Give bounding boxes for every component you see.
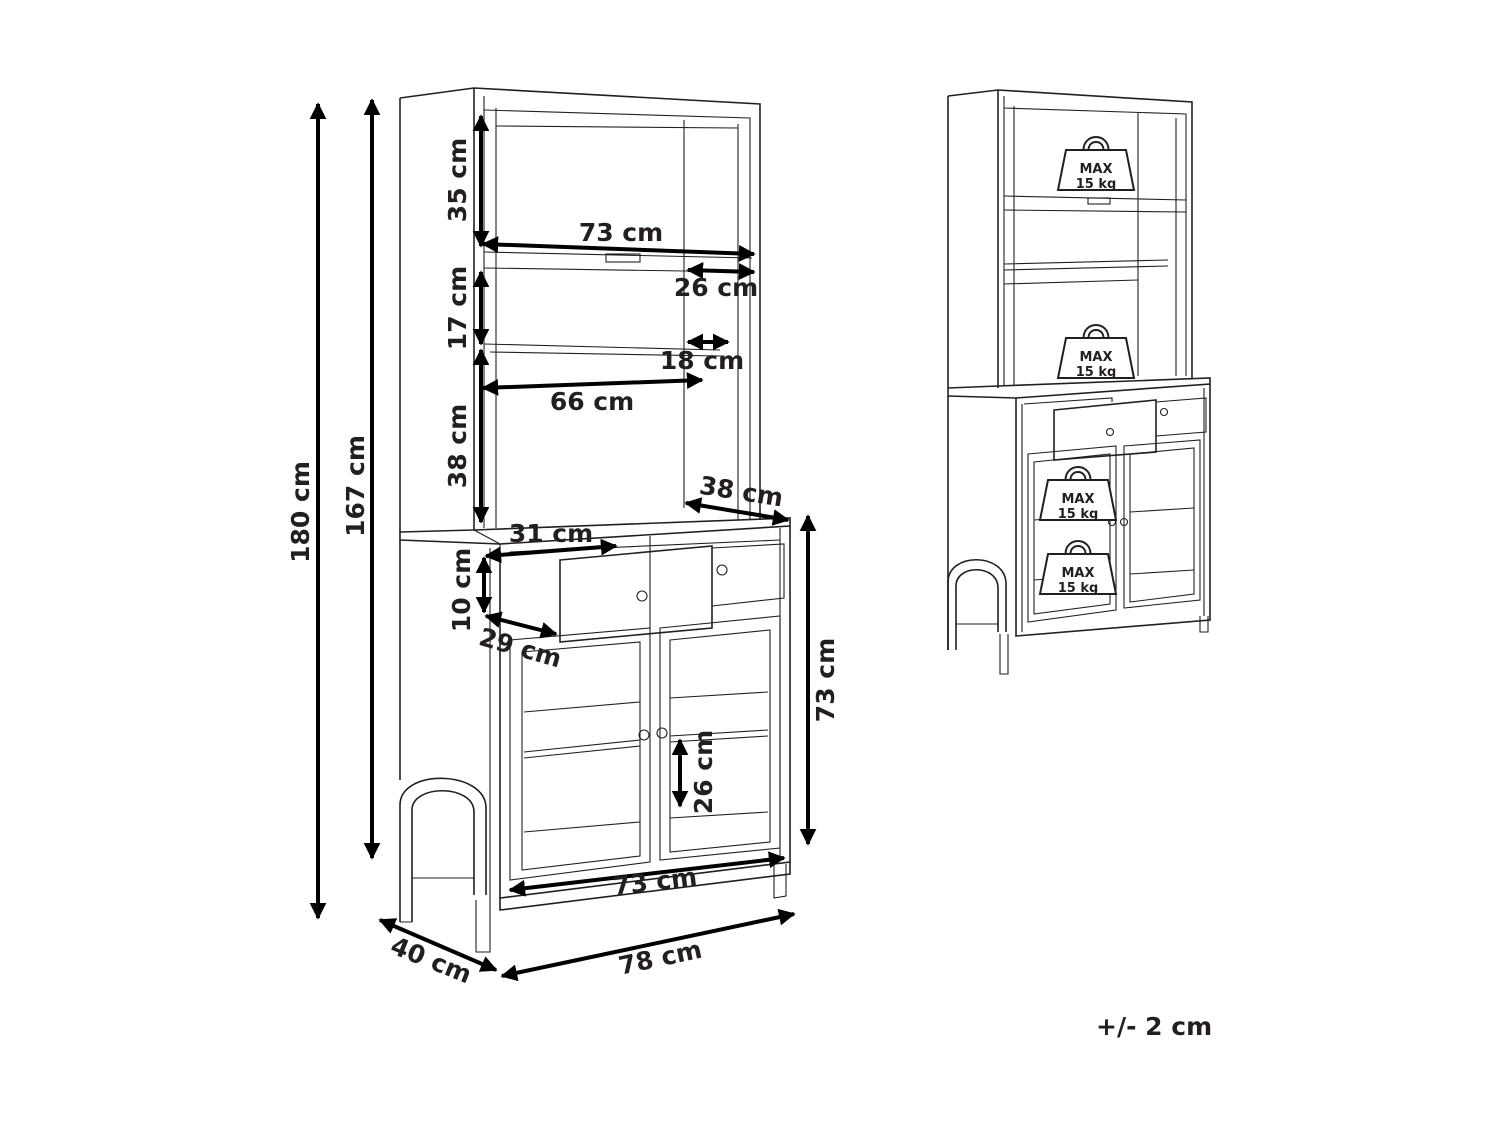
dim-cabinet-height: 73 cm [811, 638, 840, 722]
dim-cabinet-width: 73 cm [611, 862, 698, 901]
dimension-labels: 180 cm 167 cm 35 cm 73 cm 26 cm 17 cm 18… [286, 138, 840, 990]
weight-line2: 15 kg [1058, 507, 1099, 522]
dim-top-width: 73 cm [579, 218, 663, 247]
weight-line2: 15 kg [1076, 177, 1117, 192]
dim-rail-depth: 26 cm [674, 273, 758, 302]
weight-line2: 15 kg [1058, 581, 1099, 596]
load-capacity-drawing [947, 89, 1211, 675]
weight-line1: MAX [1061, 492, 1094, 507]
tolerance-note: +/- 2 cm [1096, 1012, 1213, 1041]
dim-top-shelf-height: 35 cm [443, 138, 472, 222]
weight-line1: MAX [1061, 566, 1094, 581]
weight-badge-top-shelf: MAX 15 kg [1058, 140, 1134, 193]
dim-depth: 40 cm [387, 931, 476, 989]
weight-line1: MAX [1079, 350, 1112, 365]
dimension-arrows [309, 98, 817, 982]
dim-rail-width: 66 cm [550, 387, 634, 416]
dim-drawer-width: 31 cm [509, 519, 593, 548]
dim-cabinet-shelf-height: 26 cm [689, 730, 718, 814]
weight-badge-counter: MAX 15 kg [1058, 328, 1134, 381]
dim-drawer-height: 10 cm [447, 548, 476, 632]
weight-line2: 15 kg [1076, 365, 1117, 380]
weight-badge-cabinet-lower: MAX 15 kg [1040, 544, 1116, 597]
dim-top-height: 167 cm [341, 435, 370, 537]
dim-rail-offset: 18 cm [660, 346, 744, 375]
main-cabinet-drawing [399, 87, 791, 953]
dim-lower-shelf-height: 38 cm [443, 404, 472, 488]
weight-line1: MAX [1079, 162, 1112, 177]
dim-total-height: 180 cm [286, 461, 315, 563]
dim-middle-shelf-height: 17 cm [443, 266, 472, 350]
weight-badge-cabinet-upper: MAX 15 kg [1040, 470, 1116, 523]
dim-drawer-depth: 29 cm [476, 622, 565, 673]
